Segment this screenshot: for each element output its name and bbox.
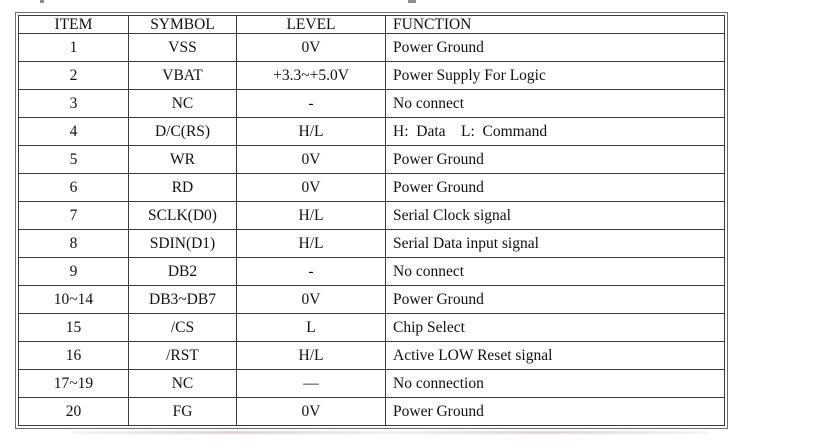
cell-level: H/L [236,340,386,370]
cell-level: H/L [236,200,386,230]
cell-item: 4 [18,117,129,146]
cell-level: +3.3~+5.0V [236,61,386,91]
table-header-row: ITEM SYMBOL LEVEL FUNCTION [18,14,725,35]
cell-item: 2 [18,61,129,91]
cell-function: No connection [385,368,725,398]
cell-item: 20 [18,396,129,427]
cell-function: Power Ground [385,144,725,174]
cell-function: Chip Select [385,312,725,342]
cell-level: L [236,312,386,342]
cell-level: 0V [236,33,386,63]
cell-item: 10~14 [18,284,129,314]
cell-item: 5 [18,144,129,174]
cell-function: Serial Data input signal [385,228,725,258]
cell-item: 3 [18,89,129,118]
cell-symbol: DB2 [128,256,237,286]
crop-artifact [40,0,44,3]
cell-symbol: RD [128,172,237,202]
cell-level: — [236,368,386,398]
cell-function: No connect [385,89,725,118]
cell-function: No connect [385,256,725,286]
cell-item: 16 [18,340,129,370]
cell-level: 0V [236,144,386,174]
cell-item: 1 [18,33,129,63]
cell-item: 9 [18,256,129,286]
cell-symbol: D/C(RS) [128,117,237,146]
cell-symbol: /RST [128,340,237,370]
cell-level: 0V [236,172,386,202]
cell-symbol: VSS [128,33,237,63]
cell-function: Serial Clock signal [385,200,725,230]
cell-level: - [236,256,386,286]
column-header-function: FUNCTION [385,14,725,35]
cell-function: Power Ground [385,284,725,314]
cell-level: 0V [236,396,386,427]
cell-item: 8 [18,228,129,258]
cell-function: H: Data L: Command [385,117,725,146]
cell-item: 15 [18,312,129,342]
column-header-level: LEVEL [236,14,386,35]
cell-symbol: SDIN(D1) [128,228,237,258]
cell-item: 17~19 [18,368,129,398]
cell-symbol: NC [128,368,237,398]
cell-function: Power Ground [385,33,725,63]
cell-symbol: FG [128,396,237,427]
column-header-symbol: SYMBOL [128,14,237,35]
cell-symbol: DB3~DB7 [128,284,237,314]
cell-level: H/L [236,117,386,146]
column-header-item: ITEM [18,14,129,35]
cell-symbol: VBAT [128,61,237,91]
cell-symbol: SCLK(D0) [128,200,237,230]
cell-function: Power Supply For Logic [385,61,725,91]
cell-symbol: WR [128,144,237,174]
cell-item: 7 [18,200,129,230]
cell-level: H/L [236,228,386,258]
cell-symbol: /CS [128,312,237,342]
cell-function: Power Ground [385,172,725,202]
cell-function: Active LOW Reset signal [385,340,725,370]
cell-level: 0V [236,284,386,314]
scan-smudge [72,431,708,434]
crop-artifact [408,0,416,3]
cell-item: 6 [18,172,129,202]
cell-function: Power Ground [385,396,725,427]
cell-symbol: NC [128,89,237,118]
cell-level: - [236,89,386,118]
